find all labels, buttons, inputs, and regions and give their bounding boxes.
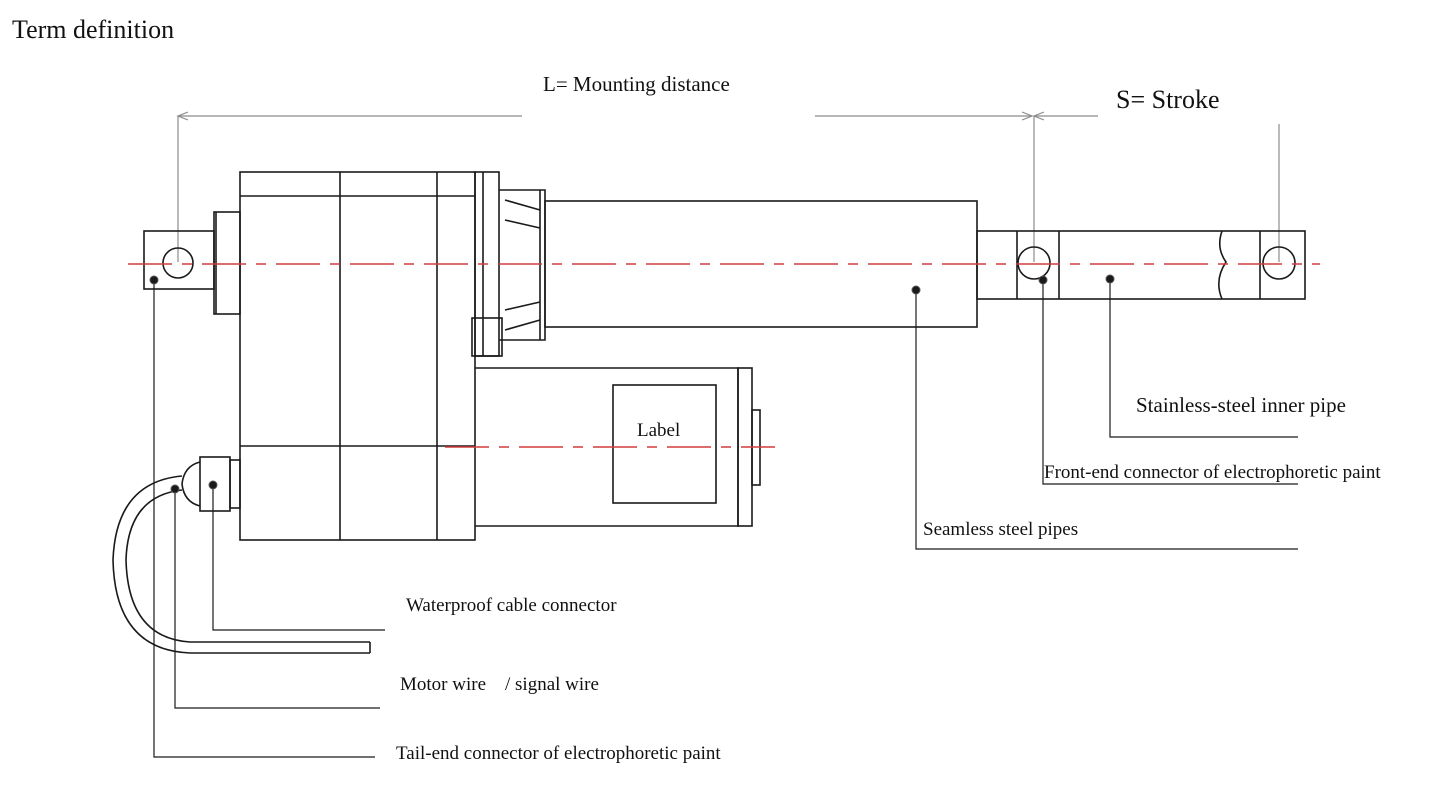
- front-connector-dot: [1038, 275, 1048, 285]
- seamless-steel-pipes-label: Seamless steel pipes: [923, 519, 1078, 540]
- motor-wire-dot: [170, 484, 180, 494]
- seamless-pipe-dot: [911, 285, 921, 295]
- motor-label-text: Label: [637, 420, 680, 441]
- page-title: Term definition: [12, 15, 174, 44]
- dimension-lines: [176, 111, 1280, 262]
- tail-connector-dot: [149, 275, 159, 285]
- tail-end-connector-label: Tail-end connector of electrophoretic pa…: [396, 743, 721, 764]
- center-lines: [128, 263, 1320, 448]
- leader-lines: [153, 279, 1298, 758]
- stroke-label: S= Stroke: [1116, 85, 1220, 114]
- inner-pipe-dot: [1105, 274, 1115, 284]
- front-end-connector-label: Front-end connector of electrophoretic p…: [1044, 462, 1381, 483]
- actuator-outline: [112, 171, 1306, 654]
- stainless-inner-pipe-label: Stainless-steel inner pipe: [1136, 393, 1346, 417]
- cable-connector-dot: [208, 480, 218, 490]
- marker-dots: [149, 274, 1115, 494]
- waterproof-cable-connector-label: Waterproof cable connector: [406, 595, 617, 616]
- motor-signal-wire-label: Motor wire / signal wire: [400, 674, 599, 695]
- mounting-distance-label: L= Mounting distance: [543, 72, 730, 96]
